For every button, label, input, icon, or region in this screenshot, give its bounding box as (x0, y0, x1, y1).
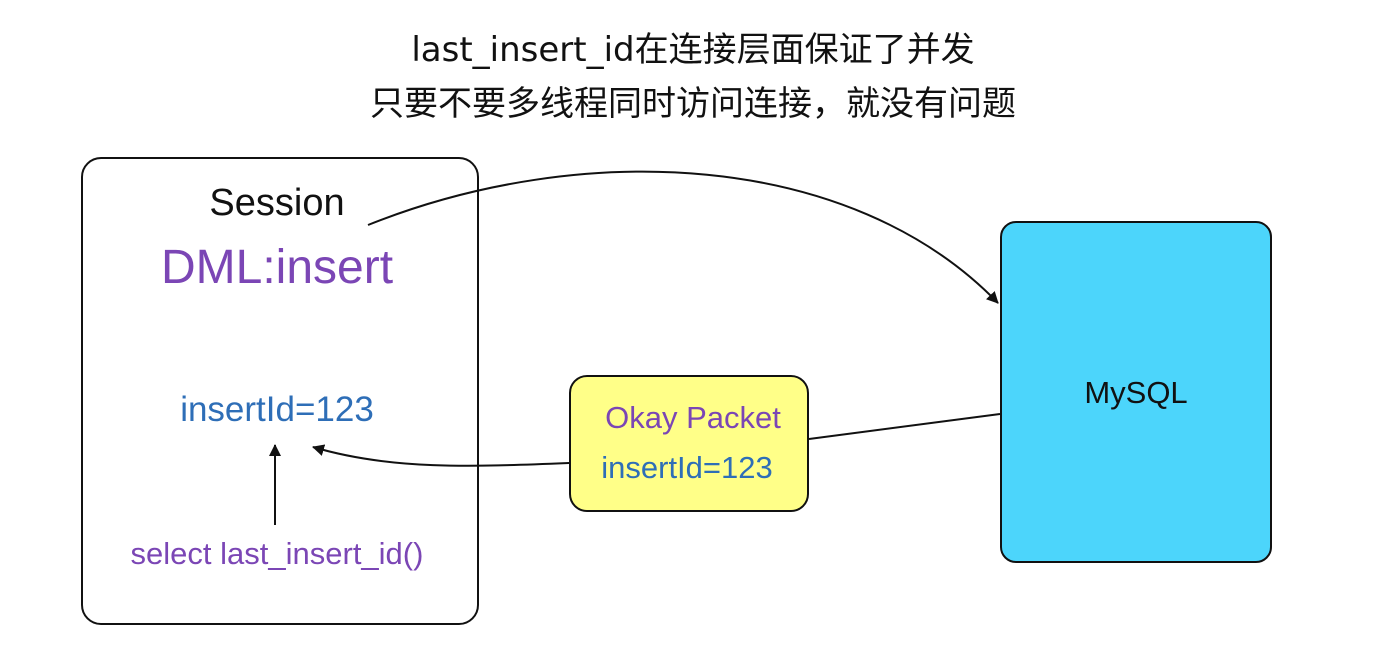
session-box (81, 157, 479, 625)
dml-insert-label: DML:insert (160, 241, 394, 294)
select-last-insert-id-label: select last_insert_id() (130, 536, 424, 571)
diagram-title-line-2: 只要不要多线程同时访问连接，就没有问题 (370, 84, 1016, 124)
mysql-box (1000, 221, 1272, 563)
session-insert-id: insertId=123 (180, 390, 374, 429)
okay-packet-title: Okay Packet (605, 400, 781, 435)
diagram-title-line-1: last_insert_id在连接层面保证了并发 (411, 30, 975, 70)
request-arrow (367, 170, 999, 304)
okay-packet-insert-id: insertId=123 (601, 450, 773, 485)
okay-packet-box (569, 375, 809, 512)
session-label: Session (209, 182, 345, 224)
mysql-label: MySQL (1084, 375, 1188, 410)
response-arrow (312, 444, 570, 467)
mysql-to-packet-line (808, 413, 1001, 440)
